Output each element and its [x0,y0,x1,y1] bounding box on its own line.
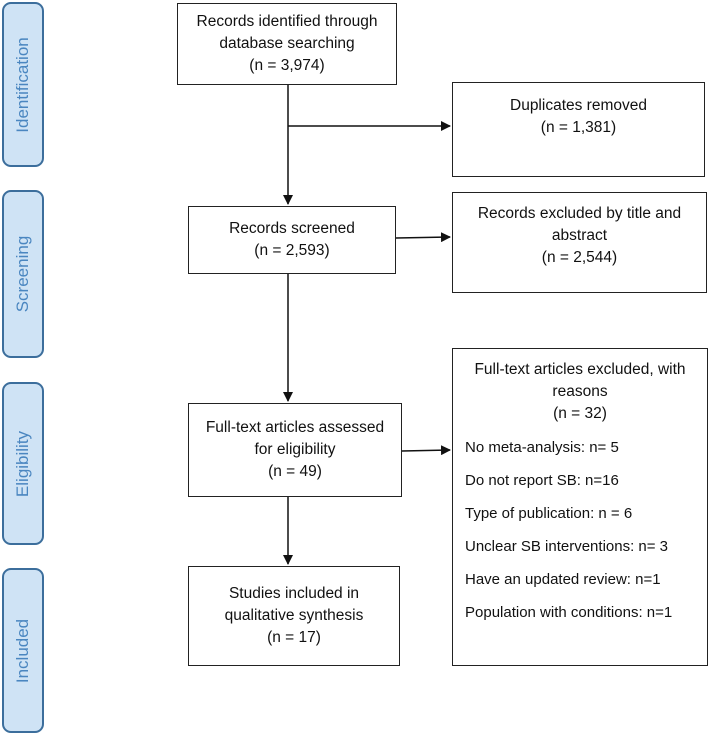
fulltext-excluded-line1: Full-text articles excluded, with [474,361,686,378]
phase-included: Included [2,568,44,733]
box-studies-included: Studies included in qualitative synthesi… [188,566,400,666]
box-records-screened: Records screened (n = 2,593) [188,206,396,274]
box-fulltext-assessed: Full-text articles assessed for eligibil… [188,403,402,497]
box-records-identified: Records identified through database sear… [177,3,397,85]
exclusion-reason: Type of publication: n = 6 [465,505,633,522]
box-duplicates-removed: Duplicates removed (n = 1,381) [452,82,705,177]
fulltext-excluded-line2: reasons [552,383,608,400]
exclusion-reasons-list: No meta-analysis: n= 5 Do not report SB:… [453,437,707,635]
fulltext-line1: Full-text articles assessed [205,419,385,436]
phase-eligibility: Eligibility [2,382,44,545]
screened-line1: Records screened [229,220,355,237]
identified-line1: Records identified through [196,13,378,30]
exclusion-reason: Do not report SB: n=16 [465,472,619,489]
screened-count: (n = 2,593) [254,242,330,259]
exclusion-reason: Population with conditions: n=1 [465,604,673,621]
identified-line2: database searching [219,35,355,52]
exclusion-reason: No meta-analysis: n= 5 [465,439,619,456]
arrow-fulltext-to-excluded [401,445,451,456]
excluded-title-line2: abstract [551,227,608,244]
included-line2: qualitative synthesis [224,607,364,624]
exclusion-reason: Have an updated review: n=1 [465,571,661,588]
duplicates-count: (n = 1,381) [540,119,617,136]
phase-identification: Identification [2,2,44,167]
excluded-title-count: (n = 2,544) [541,249,618,266]
fulltext-line2: for eligibility [254,441,336,458]
included-line1: Studies included in [228,585,360,602]
identified-count: (n = 3,974) [249,57,325,74]
phase-screening: Screening [2,190,44,358]
box-fulltext-excluded: Full-text articles excluded, with reason… [452,348,708,666]
excluded-title-line1: Records excluded by title and [477,205,682,222]
included-count: (n = 17) [267,629,321,646]
fulltext-count: (n = 49) [268,463,322,480]
box-records-excluded-title-abstract: Records excluded by title and abstract (… [452,192,707,293]
duplicates-line1: Duplicates removed [510,97,647,114]
exclusion-reason: Unclear SB interventions: n= 3 [465,538,669,555]
fulltext-excluded-count: (n = 32) [553,405,607,422]
arrow-screened-to-excluded [395,232,451,243]
